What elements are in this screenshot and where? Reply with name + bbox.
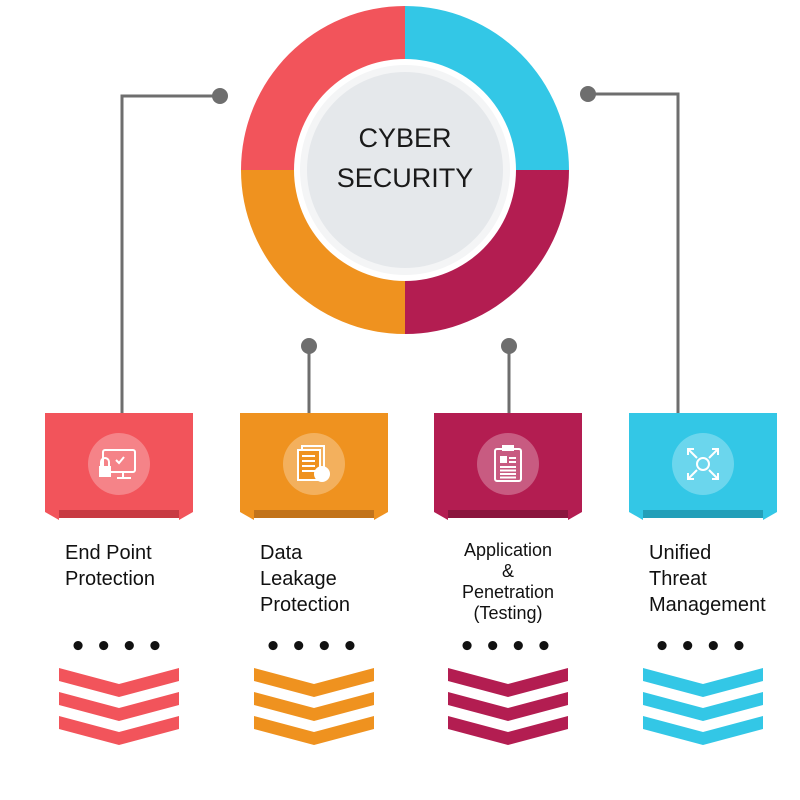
card-label-line: Protection (65, 568, 156, 590)
card-label-line: Protection (260, 594, 351, 616)
card-label-line: Application (463, 540, 553, 560)
connector-nodes (212, 86, 596, 354)
connector-unified-threat (588, 92, 680, 420)
card-label-line: Penetration (461, 582, 555, 602)
card-1-dots: •••• (69, 632, 173, 662)
node-end-point (212, 88, 228, 104)
chevron-down-icon (643, 716, 763, 745)
node-application (501, 338, 517, 354)
hub-title: CYBER SECURITY (300, 118, 510, 198)
monitor-lock-icon (99, 449, 136, 479)
hub-ring (241, 6, 569, 334)
document-icon (297, 445, 330, 482)
clipboard-icon (494, 445, 522, 482)
connector-end-point (120, 94, 220, 420)
card-label-line: (Testing) (473, 603, 543, 623)
card-label-line: Data (260, 542, 303, 564)
card-label-line: Management (649, 594, 766, 616)
network-expand-icon (687, 448, 719, 480)
hub-inner-circle (307, 72, 503, 268)
card-2-dots: •••• (264, 632, 368, 662)
card-label-line: Threat (649, 568, 707, 590)
card-header (629, 413, 777, 520)
ring-segment-crimson (405, 170, 569, 334)
connector-lines (120, 92, 680, 420)
chevron-down-icon (448, 716, 568, 745)
card-1 (45, 413, 193, 746)
chevron-down-icon (643, 668, 763, 697)
card-3 (434, 413, 582, 746)
node-unified-threat (580, 86, 596, 102)
chevron-down-icon (254, 668, 374, 697)
ring-segment-orange (241, 170, 405, 334)
card-label-line: & (501, 561, 514, 581)
ring-segment-cyan (405, 6, 569, 170)
card-3-dots: •••• (458, 632, 562, 662)
ring-segment-red (241, 6, 405, 170)
card-label-line: End Point (65, 542, 152, 564)
chevron-down-icon (59, 716, 179, 745)
chevron-down-icon (59, 692, 179, 721)
chevron-down-icon (448, 692, 568, 721)
card-4-dots: •••• (653, 632, 757, 662)
cards-group (45, 413, 777, 746)
icon-halo (672, 433, 734, 495)
chevron-down-icon (59, 668, 179, 697)
card-2 (240, 413, 388, 746)
card-3-label: Application&Penetration(Testing) (448, 540, 568, 624)
hub-title-line1: CYBER (358, 123, 452, 153)
icon-halo (477, 433, 539, 495)
chevron-down-icon (254, 692, 374, 721)
card-4 (629, 413, 777, 746)
card-header (45, 413, 193, 520)
chevron-down-icon (254, 716, 374, 745)
chevron-down-icon (643, 692, 763, 721)
chevron-down-icon (448, 668, 568, 697)
card-label-line: Leakage (260, 568, 337, 590)
card-label-line: Unified (649, 542, 712, 564)
node-data-leakage (301, 338, 317, 354)
hub-title-line2: SECURITY (336, 163, 474, 193)
